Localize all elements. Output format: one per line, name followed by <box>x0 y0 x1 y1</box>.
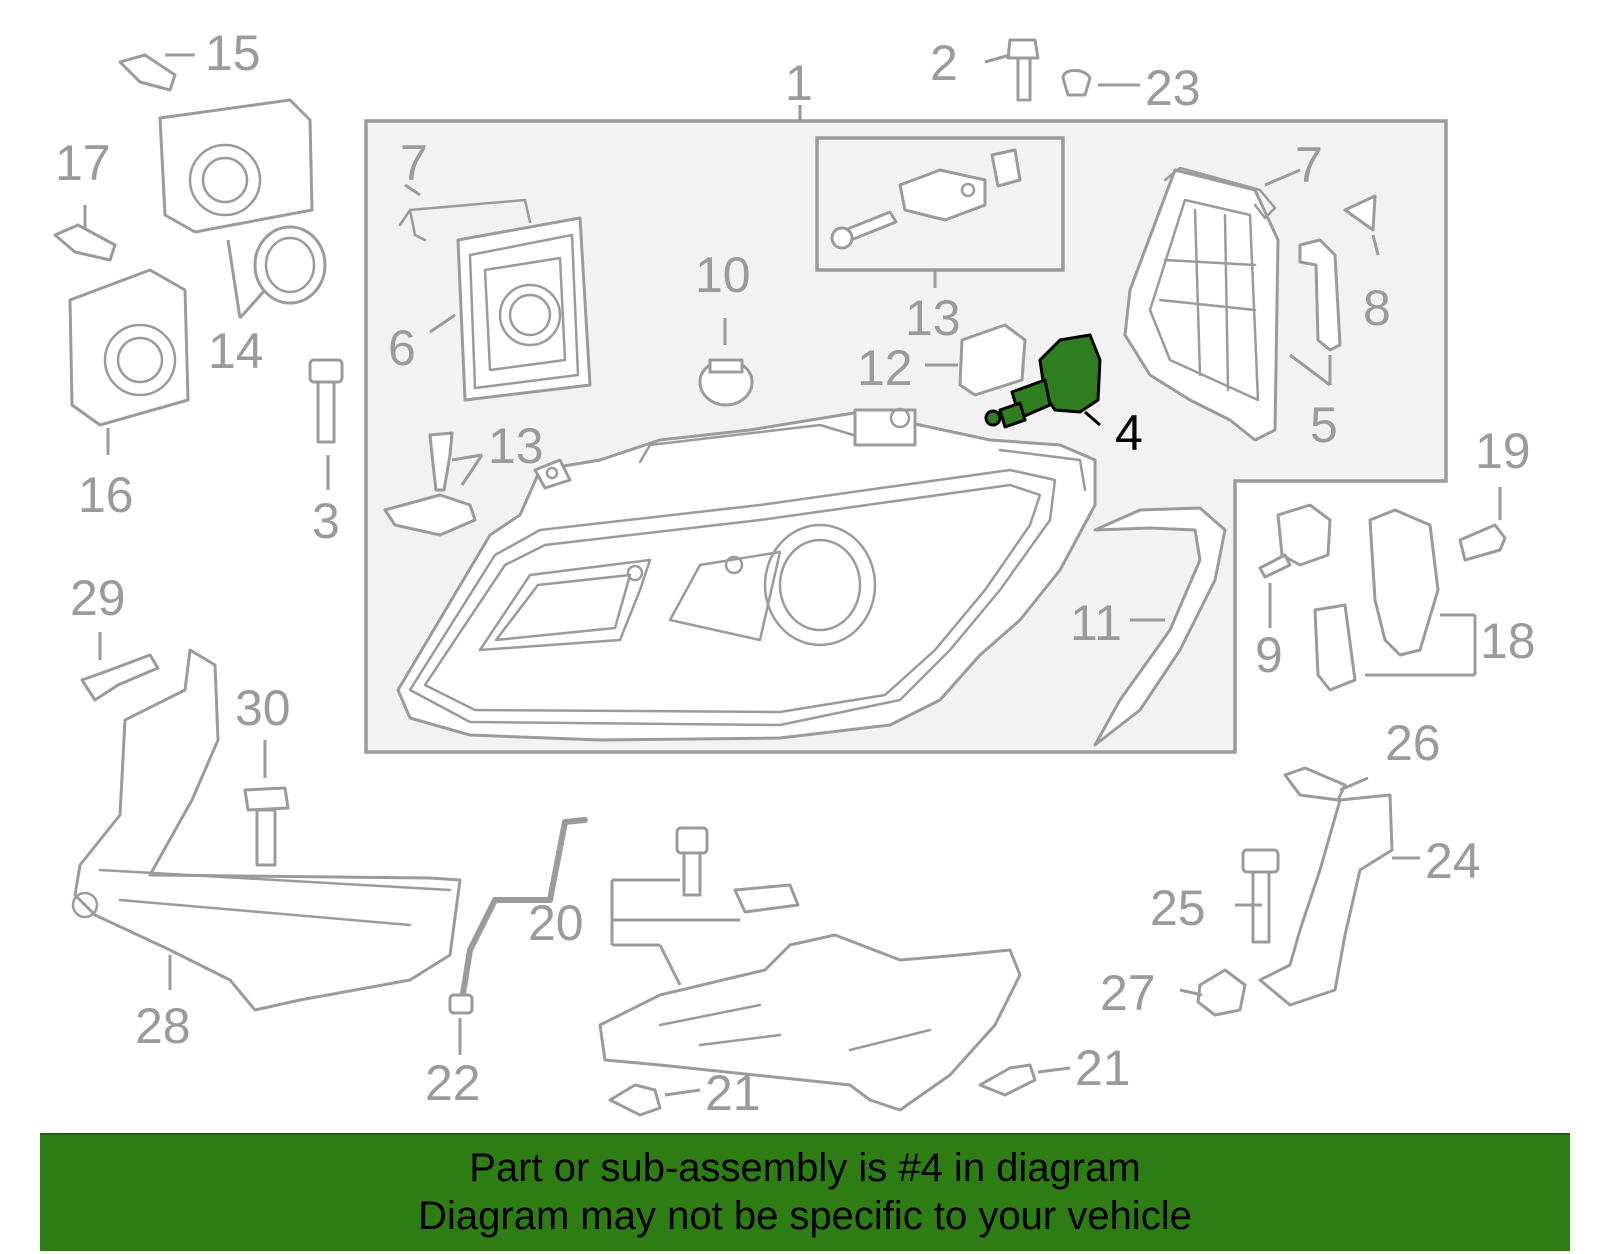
bolt-29 <box>80 653 160 702</box>
callout-label: 6 <box>388 320 416 376</box>
callout-label: 1 <box>785 55 813 111</box>
callout-label: 20 <box>528 895 584 951</box>
callout-label: 21 <box>1075 1040 1131 1096</box>
bolt-17 <box>53 223 117 262</box>
ballast-lower-16 <box>68 268 190 427</box>
bulb-10 <box>698 358 754 407</box>
leader-lines <box>83 53 1502 1097</box>
callout-label: 25 <box>1150 880 1206 936</box>
callout-label: 2 <box>930 35 958 91</box>
callout-labels: 1 2 3 4 5 6 7 7 8 9 10 11 12 13 13 14 15… <box>55 25 1536 1121</box>
plug-23 <box>1061 69 1092 97</box>
callout-label: 28 <box>135 998 191 1054</box>
socket-18 <box>1313 508 1440 692</box>
mount-frame-20 <box>598 826 1022 1112</box>
callout-label: 30 <box>235 680 291 736</box>
callout-label: 21 <box>705 1065 761 1121</box>
bolt-19 <box>1458 523 1507 562</box>
callout-label: 15 <box>205 25 261 81</box>
bulb-9 <box>1258 503 1332 579</box>
clip-7-left <box>398 198 532 242</box>
callout-label: 11 <box>1070 595 1122 651</box>
callout-label: 12 <box>857 340 913 396</box>
trim-strip-11 <box>1093 506 1227 747</box>
adapter-frame-6 <box>456 216 592 402</box>
hose-22-end <box>448 993 474 1015</box>
callout-label: 10 <box>695 247 751 303</box>
headlamp-housing <box>396 407 1097 742</box>
callout-label: 7 <box>400 135 428 191</box>
board-12 <box>958 323 1027 397</box>
callout-label: 17 <box>55 135 111 191</box>
subassembly-box-13 <box>815 136 1065 272</box>
info-banner: Part or sub-assembly is #4 in diagram Di… <box>40 1133 1570 1251</box>
highlighted-part-4 <box>984 333 1102 429</box>
banner-line-disclaimer: Diagram may not be specific to your vehi… <box>418 1194 1192 1238</box>
clip-7-right <box>1163 166 1277 220</box>
bracket-28 <box>71 648 462 1012</box>
bolt-21-right <box>978 1063 1037 1097</box>
callout-label: 23 <box>1145 60 1201 116</box>
callout-label: 7 <box>1295 137 1323 193</box>
callout-label-highlighted: 4 <box>1115 405 1143 461</box>
callout-label: 19 <box>1475 423 1531 479</box>
bolt-21-left <box>608 1083 662 1117</box>
callout-label: 3 <box>312 493 340 549</box>
bracket-24 <box>1258 793 1394 1007</box>
bolt-25 <box>1241 848 1280 944</box>
nut-27 <box>1196 968 1247 1017</box>
bolt-3 <box>308 358 344 444</box>
bolt-30 <box>243 786 290 867</box>
ballast-upper-14 <box>158 98 327 305</box>
bolt-26 <box>1283 766 1347 802</box>
callout-label: 5 <box>1310 397 1338 453</box>
callout-label: 22 <box>425 1055 481 1111</box>
callout-label: 16 <box>78 467 134 523</box>
triangle-8 <box>1343 194 1377 232</box>
bracket-13-top <box>830 148 1022 250</box>
callout-label: 18 <box>1480 613 1536 669</box>
callout-label: 13 <box>905 290 961 346</box>
banner-line-part-number: Part or sub-assembly is #4 in diagram <box>469 1146 1141 1190</box>
hose-22 <box>459 817 588 1003</box>
callout-label: 24 <box>1425 833 1481 889</box>
callout-label: 29 <box>70 570 126 626</box>
callout-label: 27 <box>1100 965 1156 1021</box>
callout-label: 14 <box>208 323 264 379</box>
callout-label: 13 <box>488 418 544 474</box>
bolt-15 <box>118 53 177 92</box>
callout-label: 9 <box>1255 627 1283 683</box>
housing-cover-5 <box>1123 168 1342 442</box>
bolt-2 <box>1006 38 1040 102</box>
callout-label: 26 <box>1385 715 1441 771</box>
callout-label: 8 <box>1363 280 1391 336</box>
bracket-13-lower <box>383 431 477 537</box>
